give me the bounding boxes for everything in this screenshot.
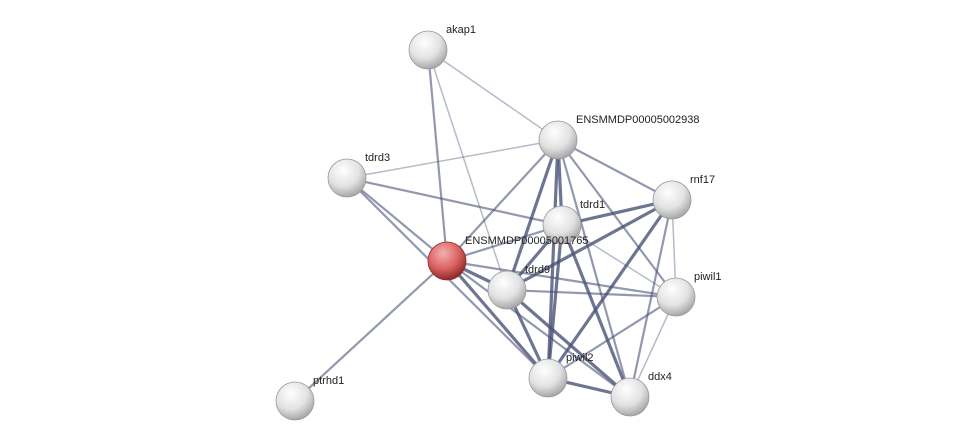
edge-center-ddx4[interactable]	[446, 260, 631, 398]
node-label-tdrd9: tdrd9	[525, 264, 550, 276]
node-e2938[interactable]	[538, 120, 578, 160]
edge-tdrd9-ddx4[interactable]	[505, 288, 632, 399]
edge-tdrd9-rnf17[interactable]	[506, 198, 673, 292]
edge-rnf17-ddx4[interactable]	[628, 199, 674, 398]
edge-center-piwil2[interactable]	[445, 259, 550, 380]
edge-tdrd9-piwil1[interactable]	[506, 288, 677, 299]
node-center[interactable]	[427, 241, 467, 281]
node-ddx4[interactable]	[610, 377, 650, 417]
edge-center-piwil1[interactable]	[446, 259, 677, 299]
edge-e2938-piwil2[interactable]	[546, 139, 560, 379]
node-label-piwil1: piwil1	[694, 271, 722, 283]
edge-rnf17-piwil2[interactable]	[546, 199, 674, 379]
node-tdrd3[interactable]	[327, 158, 367, 198]
node-label-piwil2: piwil2	[566, 352, 594, 364]
edge-piwil1-piwil2[interactable]	[547, 296, 677, 379]
node-piwil1[interactable]	[656, 277, 696, 317]
edge-e2938-tdrd9[interactable]	[505, 139, 560, 291]
edge-center-e2938[interactable]	[446, 139, 559, 262]
node-rnf17[interactable]	[652, 180, 692, 220]
node-label-akap1: akap1	[446, 24, 476, 36]
edge-tdrd3-center[interactable]	[346, 177, 448, 262]
edge-tdrd3-e2938[interactable]	[346, 139, 559, 179]
edge-center-tdrd1[interactable]	[446, 223, 563, 263]
edge-e2938-rnf17[interactable]	[557, 139, 673, 201]
edge-tdrd1-piwil2[interactable]	[546, 224, 564, 379]
node-label-tdrd1: tdrd1	[580, 199, 605, 211]
edge-e2938-ddx4[interactable]	[556, 139, 632, 398]
node-label-ptrhd1: ptrhd1	[313, 375, 344, 387]
edge-center-ptrhd1[interactable]	[294, 260, 448, 402]
node-label-center: ENSMMDP00005001765	[465, 235, 589, 247]
node-label-tdrd3: tdrd3	[365, 152, 390, 164]
edges	[294, 49, 677, 402]
node-akap1[interactable]	[408, 30, 448, 70]
node-label-e2938: ENSMMDP00005002938	[576, 114, 700, 126]
edge-akap1-tdrd9[interactable]	[427, 49, 508, 291]
node-label-ddx4: ddx4	[648, 371, 672, 383]
edge-tdrd1-piwil1[interactable]	[561, 224, 677, 298]
node-label-rnf17: rnf17	[690, 174, 715, 186]
node-tdrd9[interactable]	[487, 270, 527, 310]
node-ptrhd1[interactable]	[275, 381, 315, 421]
edge-tdrd3-tdrd1[interactable]	[346, 176, 563, 227]
edge-akap1-center[interactable]	[426, 49, 449, 262]
node-tdrd1[interactable]	[542, 205, 582, 245]
edge-akap1-e2938[interactable]	[427, 49, 559, 141]
nodes	[275, 30, 696, 421]
node-piwil2[interactable]	[528, 358, 568, 398]
